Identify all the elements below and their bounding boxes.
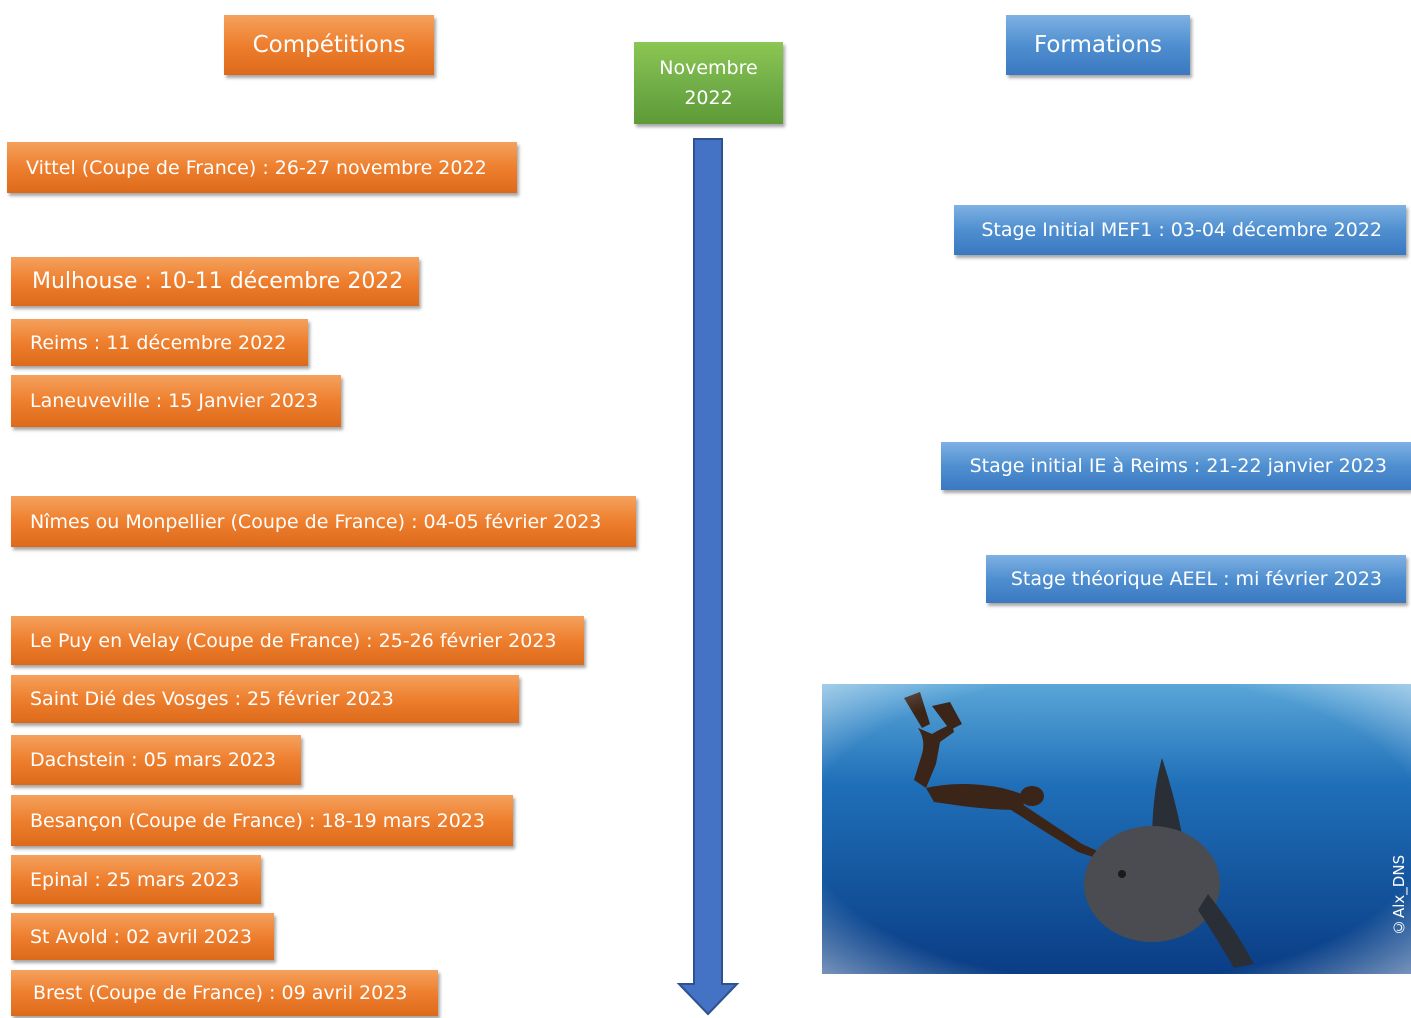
competition-item: Mulhouse : 10-11 décembre 2022 <box>11 257 419 306</box>
competition-item: Epinal : 25 mars 2023 <box>11 855 261 904</box>
competition-item: Brest (Coupe de France) : 09 avril 2023 <box>11 970 438 1016</box>
formation-item: Stage théorique AEEL : mi février 2023 <box>986 555 1406 603</box>
competition-item: Nîmes ou Monpellier (Coupe de France) : … <box>11 496 636 547</box>
competition-item: St Avold : 02 avril 2023 <box>11 913 274 960</box>
competition-item: Saint Dié des Vosges : 25 février 2023 <box>11 675 519 723</box>
formation-item: Stage Initial MEF1 : 03-04 décembre 2022 <box>954 205 1406 255</box>
timeline-start-box: Novembre 2022 <box>634 42 783 124</box>
competition-item: Vittel (Coupe de France) : 26-27 novembr… <box>7 142 517 193</box>
timeline-arrow <box>676 138 740 1016</box>
competition-item: Besançon (Coupe de France) : 18-19 mars … <box>11 795 513 846</box>
competition-item: Laneuveville : 15 Janvier 2023 <box>11 375 341 427</box>
photo-credit: ©Alx_DNS <box>1390 854 1408 936</box>
timeline-arrow-shape <box>676 138 740 1016</box>
formation-item: Stage initial IE à Reims : 21-22 janvier… <box>941 442 1411 490</box>
formations-header: Formations <box>1006 15 1190 75</box>
timeline-start-year: 2022 <box>684 87 733 109</box>
timeline-start-month: Novembre <box>659 57 758 79</box>
competition-item: Le Puy en Velay (Coupe de France) : 25-2… <box>11 616 584 665</box>
freediver-sunfish-photo <box>822 684 1411 974</box>
competitions-header: Compétitions <box>224 15 434 75</box>
competition-item: Dachstein : 05 mars 2023 <box>11 735 301 785</box>
competition-item: Reims : 11 décembre 2022 <box>11 319 308 366</box>
